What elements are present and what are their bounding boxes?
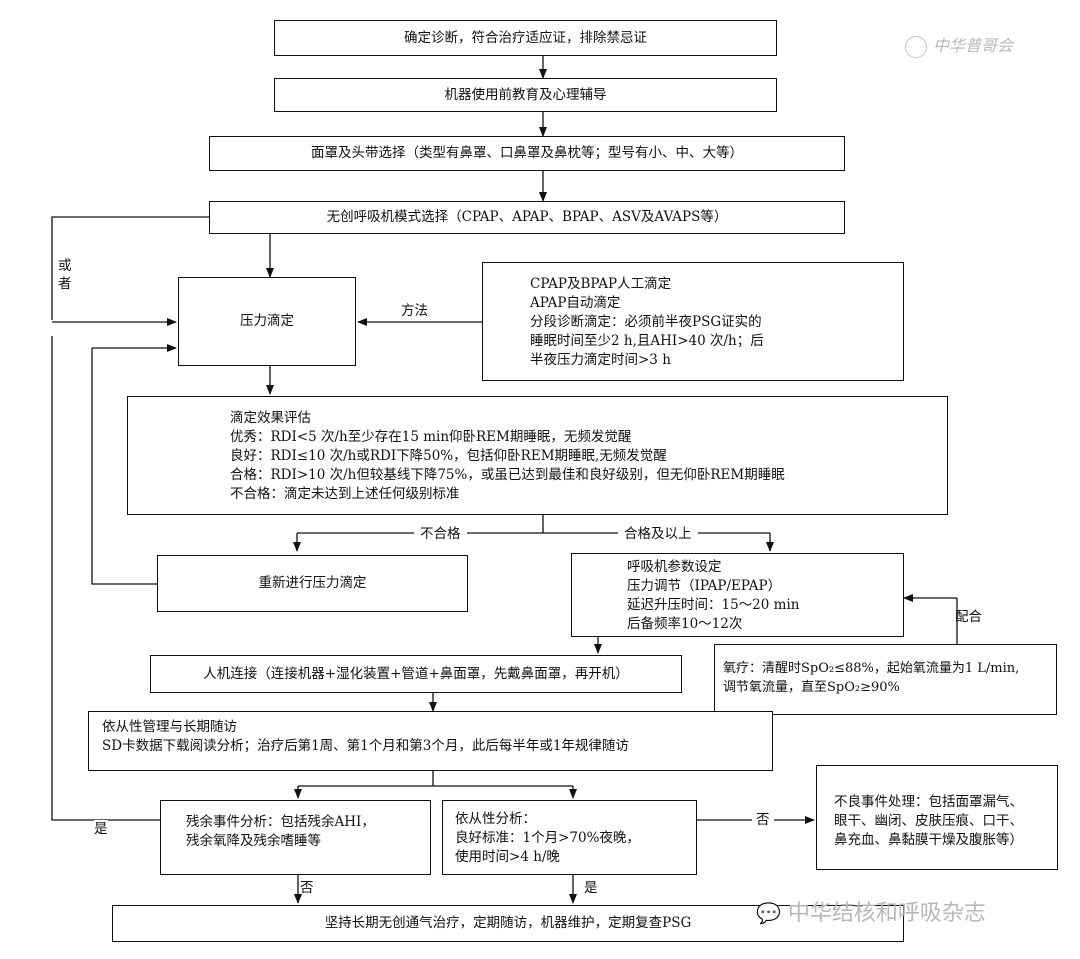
mask-text: 面罩及头带选择（类型有鼻罩、口鼻罩及鼻枕等；型号有小、中、大等） [311,145,743,161]
params-backup-rate: 后备频率10～12次 [627,616,743,632]
compliance-line-3: 使用时间>4 h/晚 [455,849,560,865]
or-loop-line [51,216,209,320]
box-education: 机器使用前教育及心理辅导 [274,78,777,112]
watermark-top-right: 中华普哥会 [905,32,1013,58]
evaluation-acceptable: 合格：RDI>10 次/h但较基线下降75%，或虽已达到最佳和良好级别，但无仰卧… [230,467,785,483]
diagnosis-text: 确定诊断，符合治疗适应证，排除禁忌证 [404,29,647,46]
label-combine: 配合 [955,609,982,625]
box-followup: 依从性管理与长期随访 SD卡数据下载阅读分析；治疗后第1周、第1个月和第3个月，… [88,711,773,771]
label-yes-bottom: 是 [584,880,598,896]
box-mask-selection: 面罩及头带选择（类型有鼻罩、口鼻罩及鼻枕等；型号有小、中、大等） [209,136,845,171]
followup-detail: SD卡数据下载阅读分析；治疗后第1周、第1个月和第3个月，此后每半年或1年规律随… [102,738,629,754]
box-retitrate: 重新进行压力滴定 [157,555,468,612]
label-or: 或者 [58,257,74,293]
method-line-3: 分段诊断滴定：必须前半夜PSG证实的 [530,314,762,330]
adverse-line-1: 不良事件处理：包括面罩漏气、 [834,794,1023,810]
adverse-line-2: 眼干、幽闭、皮肤压痕、口干、 [834,813,1023,829]
method-line-2: APAP自动滴定 [530,295,621,311]
box-titration-methods: CPAP及BPAP人工滴定 APAP自动滴定 分段诊断滴定：必须前半夜PSG证实… [482,262,904,381]
label-fail: 不合格 [414,525,467,543]
watermark-bottom-right: 💬 中华结核和呼吸杂志 [756,901,986,926]
label-pass: 合格及以上 [618,525,698,543]
compliance-line-1: 依从性分析： [455,811,536,827]
box-connection: 人机连接（连接机器+湿化装置+管道+鼻面罩，先戴鼻面罩，再开机） [150,655,682,693]
label-no-adverse: 否 [752,811,774,829]
retitrate-text: 重新进行压力滴定 [258,575,367,591]
box-compliance-analysis: 依从性分析： 良好标准：1个月>70%夜晚， 使用时间>4 h/晚 [442,800,697,875]
box-titration-evaluation: 滴定效果评估 优秀：RDI<5 次/h至少存在15 min仰卧REM期睡眠，无频… [127,396,948,515]
compliance-line-2: 良好标准：1个月>70%夜晚， [455,830,640,846]
oxygen-line-2: 调节氧流量，直至SpO₂≥90% [723,680,900,695]
titration-text: 压力滴定 [240,313,294,329]
evaluation-excellent: 优秀：RDI<5 次/h至少存在15 min仰卧REM期睡眠，无频发觉醒 [230,429,632,445]
method-line-5: 半夜压力滴定时间>3 h [530,352,671,368]
box-residual-analysis: 残余事件分析：包括残余AHI， 残余氧降及残余嗜睡等 [160,800,431,875]
box-adverse-events: 不良事件处理：包括面罩漏气、 眼干、幽闭、皮肤压痕、口干、 鼻充血、鼻黏膜干燥及… [816,765,1058,870]
adverse-line-3: 鼻充血、鼻黏膜干燥及腹胀等） [834,832,1023,848]
label-no-bottom: 否 [300,880,314,896]
label-yes-left: 是 [94,820,108,838]
params-ramp: 延迟升压时间：15～20 min [627,597,800,613]
seal-icon [905,35,927,58]
evaluation-fail: 不合格：滴定未达到上述任何级别标准 [230,486,460,502]
education-text: 机器使用前教育及心理辅导 [444,86,607,103]
box-diagnosis: 确定诊断，符合治疗适应证，排除禁忌证 [274,20,777,56]
method-line-4: 睡眠时间至少2 h,且AHI>40 次/h；后 [530,333,764,349]
residual-line-2: 残余氧降及残余嗜睡等 [186,833,321,849]
box-pressure-titration: 压力滴定 [178,277,356,366]
connect-text: 人机连接（连接机器+湿化装置+管道+鼻面罩，先戴鼻面罩，再开机） [203,665,629,682]
followup-title: 依从性管理与长期随访 [102,719,237,735]
residual-yes-line [51,336,160,821]
mode-text: 无创呼吸机模式选择（CPAP、APAP、BPAP、ASV及AVAPS等） [326,209,728,225]
params-title: 呼吸机参数设定 [627,559,722,575]
method-line-1: CPAP及BPAP人工滴定 [530,276,672,292]
box-mode-selection: 无创呼吸机模式选择（CPAP、APAP、BPAP、ASV及AVAPS等） [209,201,845,234]
label-method: 方法 [401,302,428,320]
box-oxygen-therapy: 氧疗：清醒时SpO₂≤88%，起始氧流量为1 L/min, 调节氧流量，直至Sp… [714,644,1057,715]
wechat-icon: 💬 [756,901,781,925]
evaluation-good: 良好：RDI≤10 次/h或RDI下降50%，包括仰卧REM期睡眠,无频发觉醒 [230,448,667,464]
params-pressure: 压力调节（IPAP/EPAP） [627,578,782,594]
evaluation-title: 滴定效果评估 [230,410,311,426]
box-ventilator-params: 呼吸机参数设定 压力调节（IPAP/EPAP） 延迟升压时间：15～20 min… [571,553,904,637]
final-text: 坚持长期无创通气治疗，定期随访，机器维护，定期复查PSG [324,915,692,931]
oxygen-line-1: 氧疗：清醒时SpO₂≤88%，起始氧流量为1 L/min, [723,661,1020,676]
box-final: 坚持长期无创通气治疗，定期随访，机器维护，定期复查PSG [112,905,904,942]
residual-line-1: 残余事件分析：包括残余AHI， [186,814,375,830]
retitrate-loop-line [91,348,157,585]
